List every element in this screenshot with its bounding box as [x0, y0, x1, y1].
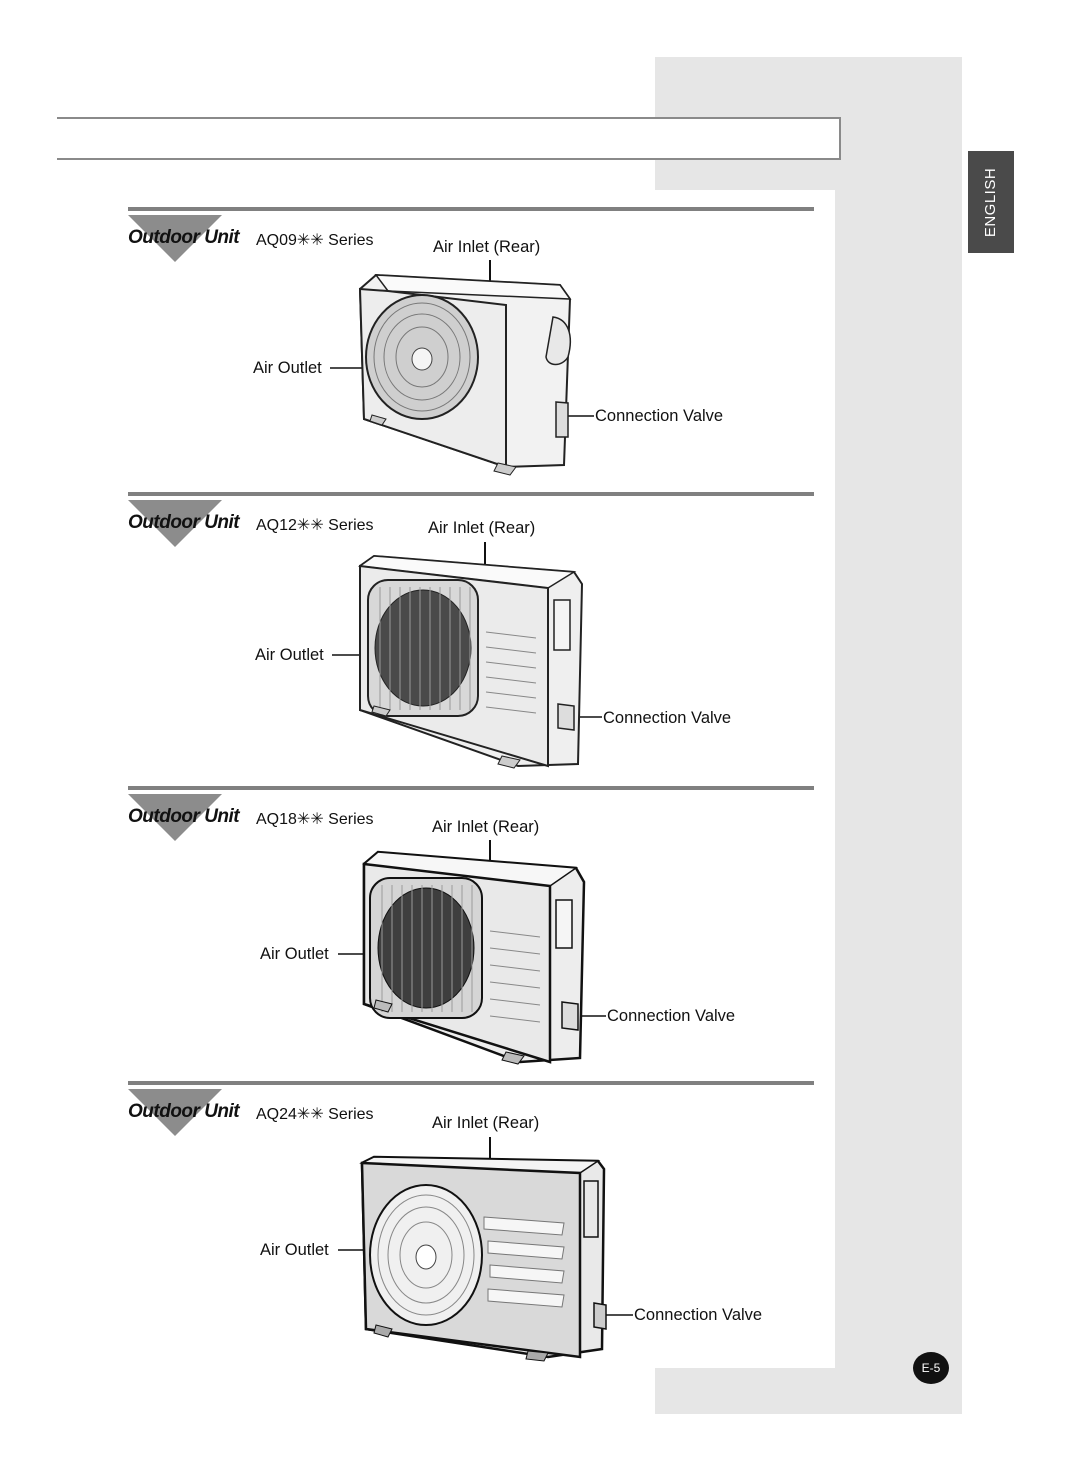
language-tab: ENGLISH — [968, 151, 1014, 253]
connection-valve-label: Connection Valve — [607, 1007, 736, 1025]
section-aq24: Outdoor Unit AQ24✳✳ Series Air Inlet (Re… — [128, 1081, 814, 1371]
air-outlet-label: Air Outlet — [260, 1241, 329, 1259]
connection-valve-label: Connection Valve — [634, 1306, 763, 1324]
series-label: AQ24✳✳ Series — [256, 1106, 374, 1123]
section-title: Outdoor Unit — [128, 1101, 240, 1122]
air-inlet-label: Air Inlet (Rear) — [432, 818, 540, 836]
air-inlet-label: Air Inlet (Rear) — [433, 238, 541, 256]
language-label: ENGLISH — [982, 167, 1000, 237]
section-marker-icon — [128, 500, 222, 547]
section-marker-icon — [128, 215, 222, 262]
section-aq09: Outdoor Unit AQ09✳✳ Series Air Inlet (Re… — [128, 207, 814, 497]
connection-valve-label: Connection Valve — [603, 709, 732, 727]
air-outlet-label: Air Outlet — [260, 945, 329, 963]
outdoor-unit-aq12-illustration — [332, 542, 602, 769]
air-outlet-label: Air Outlet — [253, 359, 322, 377]
content-area-background — [655, 190, 835, 1368]
section-aq12: Outdoor Unit AQ12✳✳ Series Air Inlet (Re… — [128, 492, 814, 782]
section-title: Outdoor Unit — [128, 806, 240, 827]
section-title: Outdoor Unit — [128, 512, 240, 533]
air-inlet-label: Air Inlet (Rear) — [428, 519, 536, 537]
section-marker-icon — [128, 794, 222, 841]
section-marker-icon — [128, 1089, 222, 1136]
section-rule — [128, 492, 814, 496]
series-label: AQ12✳✳ Series — [256, 517, 374, 534]
air-inlet-label: Air Inlet (Rear) — [432, 1114, 540, 1132]
page-number: E-5 — [921, 1361, 941, 1375]
page-number-badge: E-5 — [913, 1352, 949, 1384]
series-label: AQ09✳✳ Series — [256, 232, 374, 249]
header-bar — [57, 117, 841, 160]
outdoor-unit-aq18-illustration — [338, 840, 606, 1065]
section-title: Outdoor Unit — [128, 227, 240, 248]
section-rule — [128, 786, 814, 790]
series-label: AQ18✳✳ Series — [256, 811, 374, 828]
air-outlet-label: Air Outlet — [255, 646, 324, 664]
connection-valve-label: Connection Valve — [595, 407, 724, 425]
section-rule — [128, 207, 814, 211]
section-rule — [128, 1081, 814, 1085]
outdoor-unit-aq09-illustration — [330, 260, 594, 476]
outdoor-unit-aq24-illustration — [338, 1137, 633, 1362]
section-aq18: Outdoor Unit AQ18✳✳ Series Air Inlet (Re… — [128, 786, 814, 1076]
